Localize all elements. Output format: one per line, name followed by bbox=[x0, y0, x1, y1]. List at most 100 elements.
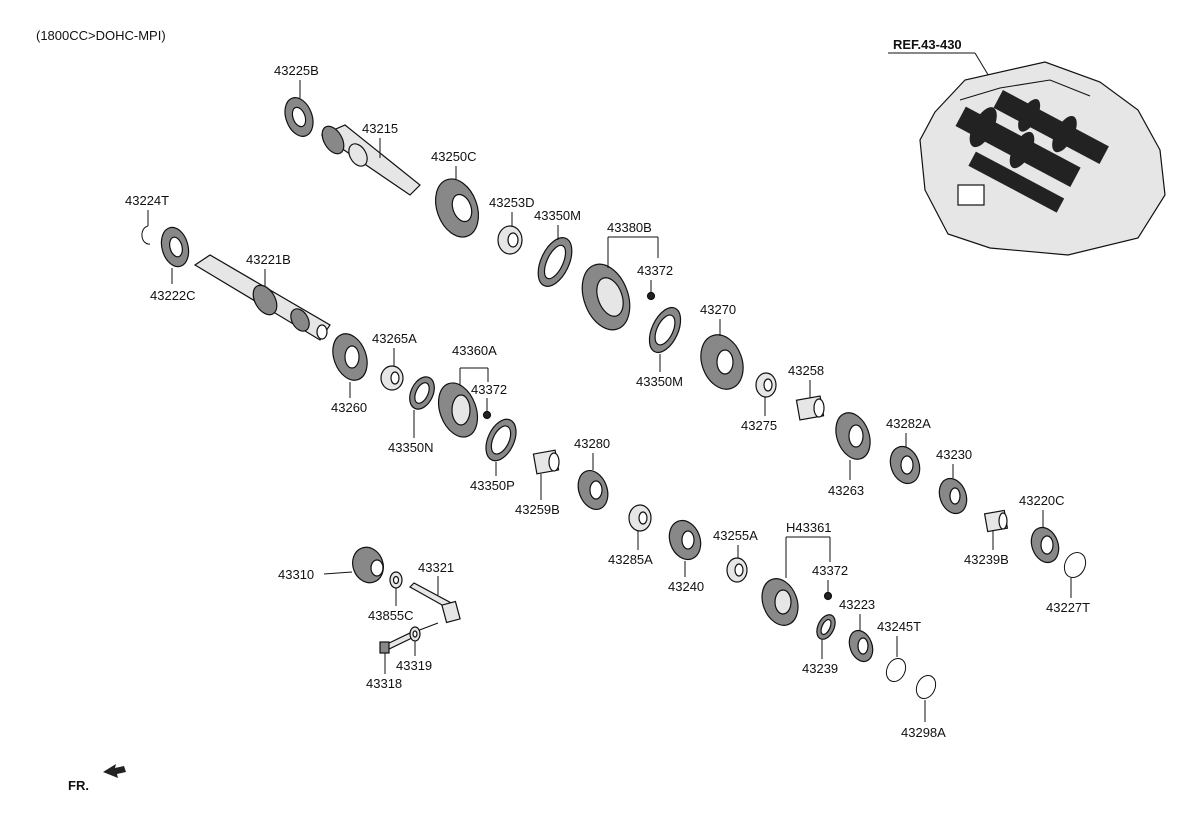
bearing-43223 bbox=[848, 629, 874, 663]
label-43321: 43321 bbox=[418, 560, 454, 575]
label-43350M-upper: 43350M bbox=[534, 208, 581, 223]
housing-gear-d bbox=[1009, 131, 1035, 169]
label-43350P: 43350P bbox=[470, 478, 515, 493]
needle-bearing-43285A bbox=[628, 504, 652, 532]
label-43239: 43239 bbox=[802, 661, 838, 676]
label-43223: 43223 bbox=[839, 597, 875, 612]
front-label: FR. bbox=[68, 778, 89, 793]
label-43224T: 43224T bbox=[125, 193, 169, 208]
shaft-43215 bbox=[320, 124, 421, 196]
bearing-43220C bbox=[1030, 526, 1060, 564]
label-43282A: 43282A bbox=[886, 416, 931, 431]
label-43298A: 43298A bbox=[901, 725, 946, 740]
needle-bearing-43253D bbox=[497, 225, 523, 255]
bushing-43239B bbox=[983, 509, 1009, 533]
synchronizer-43380B bbox=[581, 263, 631, 331]
spring-43372-upper bbox=[646, 291, 656, 301]
housing-gear-c bbox=[969, 107, 997, 148]
gear-43282A bbox=[889, 445, 921, 485]
label-43215: 43215 bbox=[362, 121, 398, 136]
synchronizer-H43361 bbox=[761, 578, 799, 626]
synchro-ring-43350N bbox=[409, 376, 435, 410]
washer-43319 bbox=[409, 626, 421, 642]
label-43372-lower: 43372 bbox=[812, 563, 848, 578]
gear-43230 bbox=[938, 477, 968, 515]
label-43258: 43258 bbox=[788, 363, 824, 378]
synchro-ring-43350M-upper bbox=[537, 237, 573, 287]
label-43225B: 43225B bbox=[274, 63, 319, 78]
label-43350N: 43350N bbox=[388, 440, 434, 455]
label-43265A: 43265A bbox=[372, 331, 417, 346]
label-43280: 43280 bbox=[574, 436, 610, 451]
label-43239B: 43239B bbox=[964, 552, 1009, 567]
bolt-43318 bbox=[379, 631, 415, 654]
front-marker: FR. bbox=[68, 764, 126, 793]
label-43260: 43260 bbox=[331, 400, 367, 415]
label-43263: 43263 bbox=[828, 483, 864, 498]
label-43253D: 43253D bbox=[489, 195, 535, 210]
needle-bearing-43275 bbox=[755, 372, 777, 398]
housing-upper-shaft bbox=[993, 90, 1109, 165]
bushing-43258 bbox=[795, 395, 825, 421]
label-43222C: 43222C bbox=[150, 288, 196, 303]
spring-43372-lower bbox=[823, 591, 833, 601]
gear-43263 bbox=[835, 412, 871, 460]
shim-43298A bbox=[915, 674, 937, 700]
bushing-43259B bbox=[532, 449, 560, 475]
label-43310: 43310 bbox=[278, 567, 314, 582]
housing-rib bbox=[959, 79, 1091, 101]
label-43220C: 43220C bbox=[1019, 493, 1065, 508]
needle-bearing-43255A bbox=[726, 557, 748, 583]
snap-ring-43227T bbox=[1063, 551, 1087, 579]
label-43380B: 43380B bbox=[607, 220, 652, 235]
label-43255A: 43255A bbox=[713, 528, 758, 543]
washer-43855C bbox=[389, 571, 403, 589]
label-H43361: H43361 bbox=[786, 520, 832, 535]
engine-note: (1800CC>DOHC-MPI) bbox=[36, 28, 166, 43]
label-43360A: 43360A bbox=[452, 343, 497, 358]
label-43230: 43230 bbox=[936, 447, 972, 462]
housing-plate bbox=[957, 184, 985, 206]
reference-leader bbox=[974, 52, 991, 79]
needle-bearing-43265A bbox=[380, 365, 404, 391]
housing-lower-shaft bbox=[968, 151, 1065, 213]
label-43250C: 43250C bbox=[431, 149, 477, 164]
bearing-43225B bbox=[284, 97, 314, 137]
housing-gear-b bbox=[1052, 115, 1077, 153]
synchro-ring-43350M-lower bbox=[648, 306, 682, 354]
label-43285A: 43285A bbox=[608, 552, 653, 567]
snap-ring-43245T bbox=[885, 657, 907, 683]
label-43350M-lower: 43350M bbox=[636, 374, 683, 389]
label-43270: 43270 bbox=[700, 302, 736, 317]
snap-ring-43224T bbox=[141, 225, 151, 245]
spring-43372-middle bbox=[482, 410, 492, 420]
reference-label: REF.43-430 bbox=[893, 37, 962, 52]
label-43245T: 43245T bbox=[877, 619, 921, 634]
label-43221B: 43221B bbox=[246, 252, 291, 267]
synchronizer-43360A bbox=[437, 382, 479, 438]
gear-43240 bbox=[668, 519, 702, 561]
label-43227T: 43227T bbox=[1046, 600, 1090, 615]
front-arrow-icon bbox=[103, 764, 126, 778]
housing-shafts bbox=[955, 90, 1109, 213]
label-43275: 43275 bbox=[741, 418, 777, 433]
idler-gear-43310 bbox=[352, 546, 384, 584]
label-43318: 43318 bbox=[366, 676, 402, 691]
label-43319: 43319 bbox=[396, 658, 432, 673]
bearing-43222C bbox=[160, 226, 190, 268]
label-43259B: 43259B bbox=[515, 502, 560, 517]
gear-43280 bbox=[577, 470, 609, 510]
ring-43239 bbox=[816, 614, 836, 640]
label-43240: 43240 bbox=[668, 579, 704, 594]
idler-shaft-43321 bbox=[409, 582, 461, 624]
gear-43260 bbox=[332, 333, 368, 381]
housing-gear-a bbox=[1018, 98, 1041, 132]
synchro-ring-43350P bbox=[485, 418, 517, 462]
transmission-housing-illustration: REF.43-430 bbox=[888, 37, 1166, 256]
gear-43270 bbox=[700, 334, 744, 390]
gear-43250C bbox=[434, 178, 480, 238]
label-43372-middle: 43372 bbox=[471, 382, 507, 397]
shaft-43221B bbox=[193, 254, 331, 341]
label-43372-upper: 43372 bbox=[637, 263, 673, 278]
